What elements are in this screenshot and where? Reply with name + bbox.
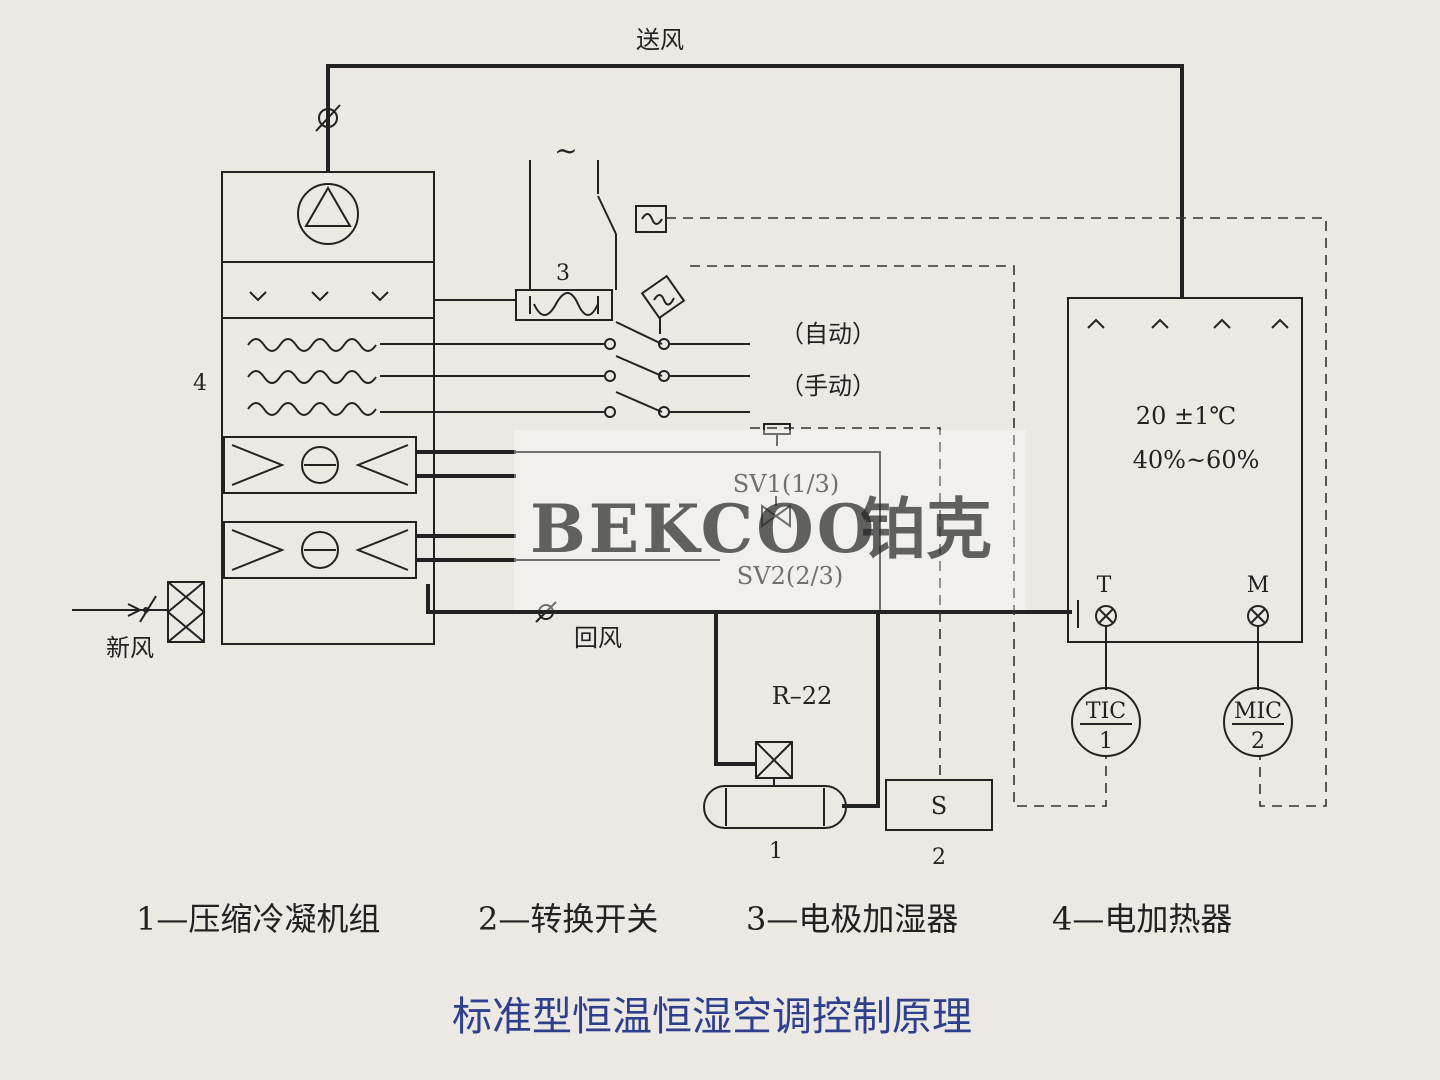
relay-icon [635, 205, 667, 233]
return-air-label: 回风 [574, 624, 622, 652]
switch-number: 2 [932, 845, 946, 870]
mic-bottom-label: 2 [1251, 729, 1265, 754]
switch-contacts [380, 321, 750, 418]
fan-icon [297, 183, 359, 245]
tic-top-label: TIC [1086, 699, 1126, 724]
page-title: 标准型恒温恒湿空调控制原理 [452, 994, 972, 1040]
compressor-piping [714, 612, 880, 808]
evaporator-coil-icon [223, 436, 417, 579]
compressor-condenser-unit [703, 785, 847, 829]
sv1-label: SV1(1/3) [733, 470, 839, 498]
return-air-duct [426, 584, 1072, 623]
humidity-sensor-icon [1247, 605, 1269, 690]
compressor-number: 1 [769, 839, 783, 864]
control-signal-lines [666, 217, 1327, 807]
temperature-setpoint: 20 ±1℃ [1136, 402, 1236, 430]
watermark-brand-latin: BEKCOO [530, 490, 877, 568]
mic-controller [1223, 687, 1293, 757]
auto-label: （自动） [780, 320, 876, 348]
solenoid-valve-icon [761, 423, 791, 528]
legend-item-2: 2—转换开关 [478, 900, 658, 938]
fresh-air-label: 新风 [106, 634, 154, 662]
heater-coil-icon [247, 338, 377, 416]
heater-number: 4 [193, 371, 207, 396]
legend-item-4: 4—电加热器 [1052, 900, 1232, 938]
supply-air-label: 送风 [636, 26, 684, 54]
fresh-air-intake [72, 581, 206, 643]
changeover-switch [885, 779, 993, 831]
humidifier-number: 3 [556, 261, 570, 286]
expansion-valve-icon [755, 741, 793, 786]
ac-symbol: ~ [554, 134, 577, 167]
legend-item-1: 1—压缩冷凝机组 [136, 900, 380, 938]
switch-s-label: S [931, 792, 947, 820]
tic-controller [1071, 687, 1141, 757]
power-supply-lines [529, 160, 617, 290]
watermark-logo: BEKCOO 铂克 [514, 430, 1026, 610]
refrigerant-lines [416, 450, 881, 610]
sv2-label: SV2(2/3) [737, 562, 843, 590]
air-handling-unit [221, 171, 435, 645]
supply-air-duct [315, 64, 1184, 298]
electrode-humidifier [515, 289, 613, 321]
spray-nozzle-icon [249, 291, 389, 302]
watermark-brand-cn: 铂克 [860, 490, 992, 568]
legend-item-3: 3—电极加湿器 [746, 900, 958, 938]
conditioned-room [1067, 297, 1303, 643]
refrigerant-label: R–22 [772, 682, 833, 710]
tic-bottom-label: 1 [1099, 729, 1113, 754]
temperature-sensor-icon [1077, 600, 1117, 690]
humidity-range: 40%~60% [1133, 446, 1260, 474]
sensor-m-label: M [1247, 573, 1270, 598]
sensor-t-label: T [1097, 573, 1112, 598]
relay-coil-icon [640, 274, 686, 334]
mic-top-label: MIC [1234, 699, 1282, 724]
legend: 1—压缩冷凝机组 2—转换开关 3—电极加湿器 4—电加热器 [136, 900, 1232, 938]
manual-label: （手动） [780, 372, 876, 400]
